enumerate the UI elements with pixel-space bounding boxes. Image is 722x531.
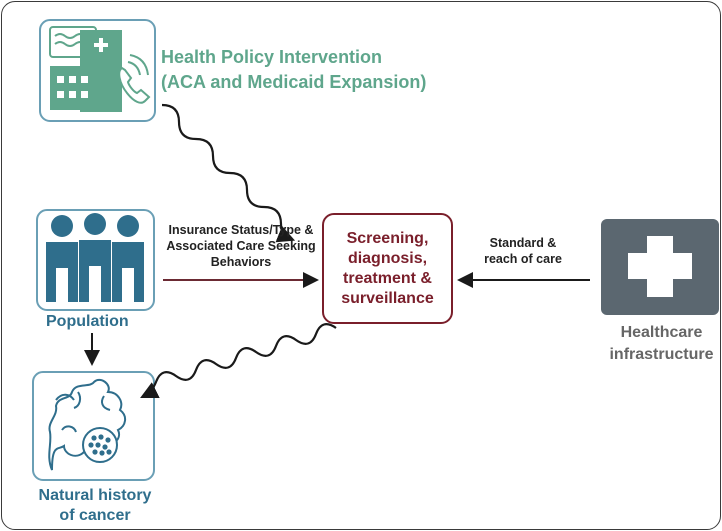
center-line4: surveillance — [341, 289, 434, 307]
screening-treatment-box: Screening, diagnosis, treatment & survei… — [322, 213, 453, 324]
infra-label-line1: Healthcare — [620, 324, 703, 341]
insurance-status-label: Insurance Status/Type & Associated Care … — [152, 222, 330, 270]
center-line3: treatment & — [343, 269, 432, 287]
policy-title-line1: Health Policy Intervention — [161, 47, 383, 67]
standard-label-line1: Standard & — [489, 236, 557, 250]
people-group-icon — [36, 209, 155, 311]
care-effect-arrow — [140, 323, 337, 398]
standard-label-line2: reach of care — [484, 252, 562, 266]
natural-history-label-line2: of cancer — [59, 507, 131, 524]
standard-of-care-label: Standard & reach of care — [474, 235, 572, 267]
tumor-cell-icon — [32, 371, 155, 481]
natural-history-label-line1: Natural history — [38, 487, 152, 504]
insurance-label-line1: Insurance Status/Type & — [168, 223, 314, 237]
medical-cross-icon — [601, 219, 719, 315]
healthcare-infrastructure-label: Healthcare infrastructure — [594, 322, 722, 366]
hospital-phone-icon — [39, 19, 156, 122]
insurance-label-line2: Associated Care Seeking — [166, 239, 316, 253]
center-line2: diagnosis, — [347, 249, 428, 267]
policy-title-line2: (ACA and Medicaid Expansion) — [161, 72, 427, 92]
infra-label-line2: infrastructure — [609, 346, 714, 363]
policy-influence-arrow — [161, 103, 296, 243]
population-label: Population — [46, 313, 129, 330]
insurance-label-line3: Behaviors — [210, 255, 272, 269]
natural-history-label: Natural history of cancer — [20, 486, 170, 526]
policy-title: Health Policy Intervention (ACA and Medi… — [161, 45, 426, 95]
center-line1: Screening, — [346, 229, 429, 247]
